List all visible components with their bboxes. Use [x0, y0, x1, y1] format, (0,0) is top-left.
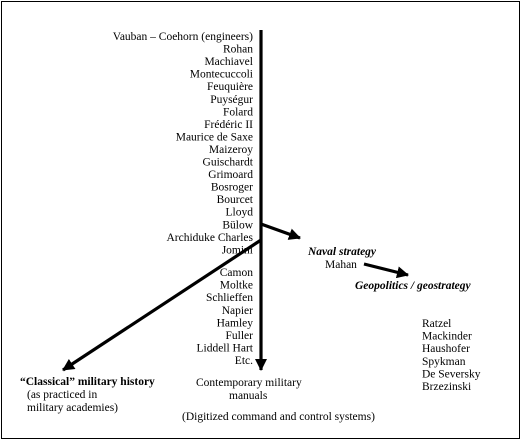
pre-modern-name-14: Bourcet [217, 194, 254, 206]
pre-modern-name-16: Bülow [222, 219, 253, 231]
geopolitics-name-5: De Seversky [422, 368, 481, 380]
geopolitics-arrow [363, 262, 409, 279]
pre-modern-name-13: Bosroger [211, 182, 253, 194]
classical-line-2: (as practiced in [27, 389, 97, 401]
footer-note: (Digitized command and control systems) [182, 411, 375, 423]
modern-name-6: Fuller [226, 330, 254, 342]
classical-heading: “Classical” military history [20, 376, 155, 388]
geopolitics-name-4: Spykman [422, 356, 466, 368]
pre-modern-name-6: Puységur [210, 94, 253, 106]
pre-modern-name-2: Rohan [223, 44, 253, 56]
pre-modern-name-17: Archiduke Charles [166, 232, 253, 244]
classical-line-3: military academies) [27, 402, 118, 414]
pre-modern-name-4: Montecuccoli [190, 69, 253, 81]
modern-name-7: Liddell Hart [196, 343, 253, 355]
pre-modern-name-12: Grimoard [208, 169, 253, 181]
naval-strategy-heading: Naval strategy [307, 246, 377, 258]
pre-modern-theorists: Vauban – Coehorn (engineers)RohanMachiav… [113, 31, 254, 256]
modern-name-1: Camon [220, 267, 253, 279]
pre-modern-name-11: Guischardt [203, 157, 254, 169]
pre-modern-name-10: Maizeroy [209, 144, 253, 156]
contemporary-line-2: manuals [229, 390, 268, 402]
modern-name-3: Schlieffen [206, 292, 253, 304]
modern-theorists: CamonMoltkeSchlieffenNapierHamleyFullerL… [196, 267, 253, 367]
geopolitics-heading: Geopolitics / geostrategy [355, 280, 472, 292]
contemporary-line-1: Contemporary military [196, 377, 302, 389]
pre-modern-name-15: Lloyd [226, 207, 254, 219]
classical-arrow [62, 238, 262, 372]
pre-modern-name-1: Vauban – Coehorn (engineers) [113, 31, 253, 43]
naval-strategy-name: Mahan [325, 259, 357, 271]
modern-name-4: Napier [222, 305, 253, 317]
naval-arrow [260, 222, 301, 240]
pre-modern-name-5: Feuquière [207, 81, 253, 93]
geopolitics-name-3: Haushofer [422, 343, 470, 355]
pre-modern-name-8: Frédéric II [204, 119, 253, 131]
modern-name-5: Hamley [217, 317, 254, 329]
geopolitics-name-6: Brzezinski [422, 381, 471, 393]
pre-modern-name-7: Folard [223, 106, 253, 118]
geopolitics-name-1: Ratzel [422, 318, 451, 330]
pre-modern-name-18: Jomini [222, 244, 253, 256]
modern-name-2: Moltke [220, 280, 253, 292]
modern-name-8: Etc. [235, 355, 253, 367]
pre-modern-name-3: Machiavel [204, 56, 253, 68]
pre-modern-name-9: Maurice de Saxe [176, 131, 253, 143]
geopolitics-name-2: Mackinder [422, 331, 472, 343]
